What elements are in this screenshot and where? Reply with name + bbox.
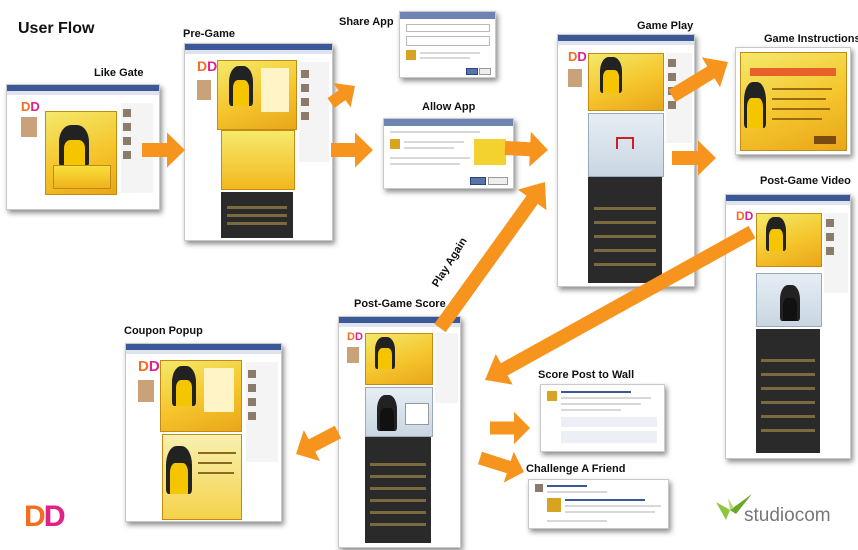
like-gate-screenshot: DD <box>6 84 160 210</box>
arrow-score-to-wall <box>490 411 530 445</box>
label-game-instructions: Game Instructions <box>764 33 858 45</box>
allow-app-screenshot <box>383 118 514 189</box>
label-coupon-popup: Coupon Popup <box>124 325 203 337</box>
arrow-game-play-to-instructions <box>668 57 728 102</box>
label-post-game-video: Post-Game Video <box>760 175 851 187</box>
label-challenge-friend: Challenge A Friend <box>526 463 626 475</box>
label-game-play: Game Play <box>637 20 694 32</box>
arrow-pre-game-to-share <box>327 83 355 108</box>
arrow-video-to-score <box>485 225 756 385</box>
coupon-popup-screenshot: DD <box>125 343 282 522</box>
page-title: User Flow <box>18 20 95 37</box>
post-game-score-screenshot: DD <box>338 316 461 548</box>
dunkin-logo-pink-overlay: D <box>44 500 66 533</box>
game-instructions-screenshot <box>735 47 851 155</box>
challenge-friend-screenshot <box>528 479 669 529</box>
score-post-screenshot <box>540 384 665 452</box>
label-score-post: Score Post to Wall <box>538 369 635 381</box>
arrow-game-play-to-video <box>672 140 716 176</box>
label-like-gate: Like Gate <box>94 67 144 79</box>
studiocom-logo: studiocom <box>744 505 831 526</box>
arrow-allow-to-game-play <box>504 131 548 167</box>
arrow-pre-game-to-allow <box>331 132 373 168</box>
share-app-screenshot <box>399 11 496 78</box>
label-share-app: Share App <box>339 16 394 28</box>
arrow-play-again <box>434 182 547 333</box>
arrow-score-to-coupon <box>296 425 342 462</box>
dunkin-logo: DD <box>24 500 65 533</box>
label-post-game-score: Post-Game Score <box>354 298 446 310</box>
arrow-like-gate-to-pre-game <box>142 132 185 168</box>
label-pre-game: Pre-Game <box>183 28 235 40</box>
arrow-score-to-challenge <box>478 451 524 483</box>
pre-game-screenshot: DD <box>184 43 333 241</box>
label-allow-app: Allow App <box>422 101 476 113</box>
studiocom-logo-icon <box>716 494 752 520</box>
